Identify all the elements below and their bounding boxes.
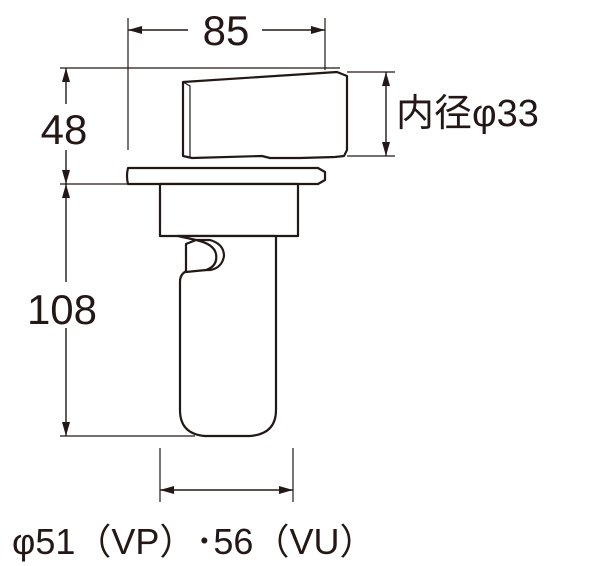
arrow-108-bottom bbox=[62, 422, 70, 436]
dim-label-108: 108 bbox=[27, 286, 97, 333]
label-bg-108 bbox=[12, 282, 112, 328]
arrow-id-top bbox=[382, 72, 390, 86]
arrow-108-top bbox=[62, 184, 70, 198]
arrow-pipe-right bbox=[279, 486, 293, 494]
dim-label-48: 48 bbox=[41, 106, 88, 153]
arrow-pipe-left bbox=[160, 486, 174, 494]
tube-part bbox=[176, 234, 278, 438]
dim-label-85: 85 bbox=[203, 7, 250, 54]
arrow-85-right bbox=[311, 26, 325, 34]
flange-part bbox=[125, 166, 327, 186]
dim-label-inner-diameter: 内径φ33 bbox=[396, 93, 539, 135]
arrow-id-bottom bbox=[382, 142, 390, 156]
tube-notch bbox=[184, 238, 218, 274]
arrow-48-bottom bbox=[62, 170, 70, 184]
dim-label-pipe-diameter: φ51（VP）･56（VU） bbox=[12, 521, 375, 562]
hood-part bbox=[181, 70, 349, 160]
arrow-85-left bbox=[128, 26, 142, 34]
label-bg-85 bbox=[188, 14, 262, 48]
label-bg-48 bbox=[28, 104, 104, 150]
arrow-48-top bbox=[62, 68, 70, 82]
collar-part bbox=[158, 182, 300, 238]
hood-inner-line bbox=[182, 81, 191, 158]
